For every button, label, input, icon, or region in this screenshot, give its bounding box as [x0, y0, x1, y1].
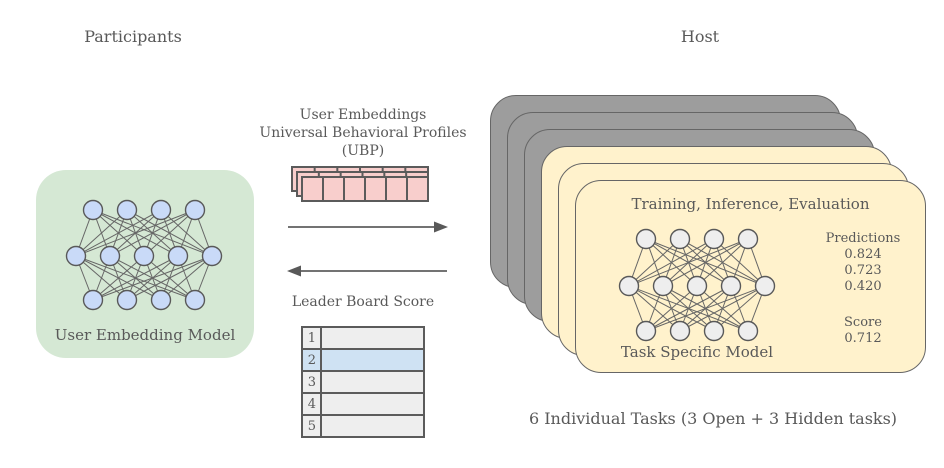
score-cell — [322, 350, 423, 370]
leaderboard-title: Leader Board Score — [291, 294, 435, 310]
rank-cell: 1 — [303, 328, 322, 348]
leaderboard-row: 5 — [303, 416, 423, 436]
task-neural-network-icon — [618, 228, 776, 342]
predictions-block: Predictions 0.824 0.723 0.420 — [803, 231, 923, 295]
score-cell — [322, 416, 423, 436]
leaderboard-row: 4 — [303, 394, 423, 416]
leaderboard-row: 2 — [303, 350, 423, 372]
host-label: Host — [680, 27, 720, 46]
score-label: Score — [844, 315, 882, 330]
open-task-card: Training, Inference, Evaluation Task Spe… — [575, 180, 926, 373]
score-value: 0.712 — [844, 331, 882, 346]
card-title: Training, Inference, Evaluation — [631, 195, 870, 213]
tasks-caption: 6 Individual Tasks (3 Open + 3 Hidden ta… — [528, 409, 898, 428]
ubp-title-line: Universal Behavioral Profiles — [259, 125, 467, 141]
score-cell — [322, 328, 423, 348]
score-cell — [322, 394, 423, 414]
rank-cell: 4 — [303, 394, 322, 414]
participant-neural-network-icon — [65, 199, 223, 311]
task-specific-model-label: Task Specific Model — [620, 343, 774, 361]
rank-cell: 3 — [303, 372, 322, 392]
rank-cell: 5 — [303, 416, 322, 436]
leaderboard-row: 3 — [303, 372, 423, 394]
user-embedding-model-label: User Embedding Model — [54, 326, 236, 344]
user-embedding-model-panel: User Embedding Model — [36, 170, 254, 358]
ubp-embedding-array-icon — [291, 166, 429, 202]
prediction-value: 0.723 — [844, 263, 882, 278]
ubp-title-line: User Embeddings — [299, 107, 427, 123]
rank-cell: 2 — [303, 350, 322, 370]
leaderboard-row: 1 — [303, 328, 423, 350]
host-to-participants-arrow-icon — [287, 265, 447, 277]
prediction-value: 0.824 — [844, 247, 882, 262]
participants-label: Participants — [84, 27, 182, 46]
ubp-title: User Embeddings Universal Behavioral Pro… — [250, 106, 476, 160]
ubp-title-line: (UBP) — [341, 143, 385, 159]
score-block: Score 0.712 — [803, 315, 923, 347]
prediction-value: 0.420 — [844, 279, 882, 294]
predictions-label: Predictions — [825, 231, 901, 246]
score-cell — [322, 372, 423, 392]
participants-to-host-arrow-icon — [288, 221, 448, 233]
